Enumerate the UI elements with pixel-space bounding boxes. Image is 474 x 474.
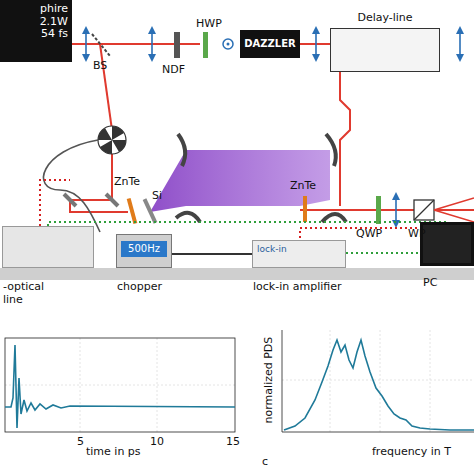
chopper-controller: 500Hzchopper [116,234,172,268]
cable-connector [172,253,252,255]
panel-letter: c [262,456,268,468]
znte-crystal [127,198,138,224]
node-text: phire [4,3,68,16]
part-label: BS [93,60,107,72]
tick-label: 15 [226,436,240,448]
quarter-wave-plate [376,196,381,224]
mirror [64,194,118,206]
parabolic-mirror [176,134,346,222]
tick-label: 10 [150,436,164,448]
spectrum-plot [282,330,474,432]
part-label: ZnTe [114,176,140,188]
pc-monitor: PC [420,222,474,266]
part-label: Si [152,190,162,202]
pulse-shaper-box: DAZZLER [240,30,300,58]
node-text: 54 fs [4,28,68,41]
znte-crystal [303,196,307,222]
axis-title: time in ps [86,446,141,458]
table-surface [0,268,474,280]
signal-wire [40,180,70,226]
polarization-mark [223,39,233,49]
beam-splitter [92,34,110,56]
display-readout: 500Hz [121,241,167,257]
part-label: HWP [196,18,222,30]
tick-label: 5 [77,436,84,448]
device-brand: lock-in [257,244,341,254]
cable-connector [48,222,447,226]
part-label: QWP [356,228,382,240]
device-label: lock-in amplifier [253,281,387,294]
node-text: DAZZLER [244,38,295,50]
delay-line-box: Delay-line [330,28,440,72]
device-label: PC [423,277,474,290]
nd-filter [174,32,180,58]
part-label: WP [408,228,426,240]
laser-source: phire2.1W54 fs [0,0,72,62]
node-text: 2.1W [4,16,68,29]
time-plot [5,338,235,432]
delay-controller: -optical line [2,226,94,268]
part-label: ZnTe [290,180,316,192]
wollaston-prism [414,200,434,220]
part-label: NDF [162,64,185,76]
axis-title: normalized PDS [263,337,275,424]
half-wave-plate [203,32,208,58]
node-heading: Delay-line [331,12,439,25]
cable-connector [346,252,420,254]
cable [44,140,100,232]
chopper-wheel [98,126,126,154]
device-label: -optical line [3,281,53,306]
si-wafer [143,198,158,223]
lock-in-amplifier: lock-inlock-in amplifier [252,240,346,268]
axis-title: frequency in T [372,446,451,458]
device-label: chopper [117,281,213,294]
